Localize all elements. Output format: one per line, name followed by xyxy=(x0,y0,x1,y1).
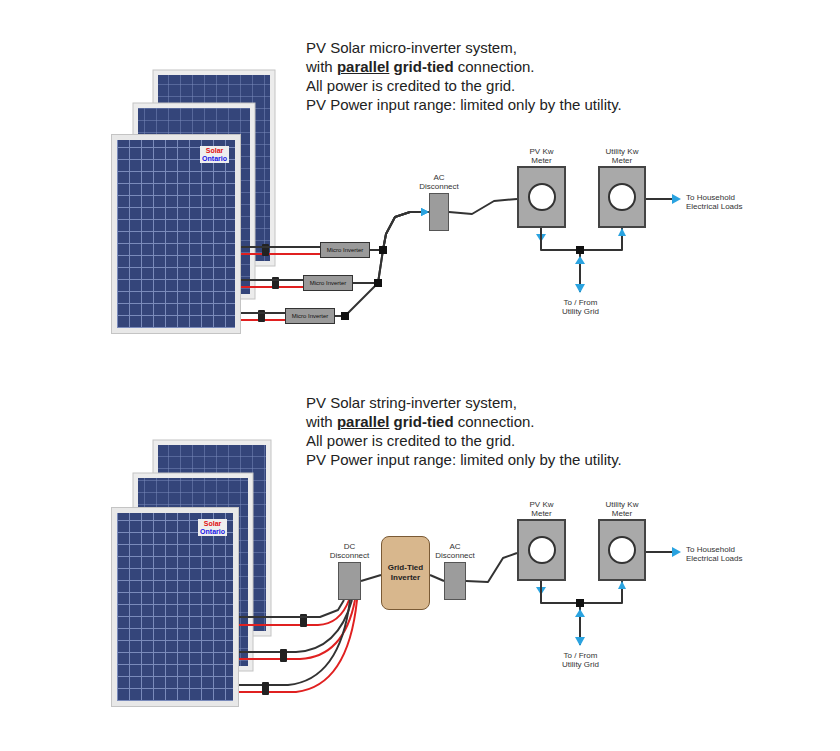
junction-box xyxy=(576,246,584,254)
system-title: PV Solar micro-inverter system,withparal… xyxy=(306,38,622,114)
meter-dial xyxy=(528,183,556,211)
title-line: PV Solar micro-inverter system, xyxy=(306,38,622,57)
connection-note: To / From Utility Grid xyxy=(553,651,608,669)
kw-meter: PV Kw Meter xyxy=(517,166,566,228)
title-line: withparallelgrid-tiedconnection. xyxy=(306,57,622,76)
connection-note: To Household Electrical Loads xyxy=(686,545,752,563)
title-line: PV Solar string-inverter system, xyxy=(306,393,622,412)
micro-inverter: Micro Inverter xyxy=(285,308,335,324)
brand-text: Ontario xyxy=(200,528,225,536)
device-label: PV Kw Meter xyxy=(522,500,562,518)
title-text: All power is credited to the grid. xyxy=(306,77,515,94)
device-label: DC Disconnect xyxy=(326,542,374,560)
junction-box xyxy=(576,599,584,607)
wire-connector xyxy=(449,199,517,214)
device-text: Micro Inverter xyxy=(310,280,347,287)
system-title: PV Solar string-inverter system,withpara… xyxy=(306,393,622,469)
junction-box xyxy=(374,279,382,287)
connector xyxy=(258,310,265,322)
device-label: AC Disconnect xyxy=(415,173,463,191)
title-line: All power is credited to the grid. xyxy=(306,76,622,95)
device-text: Micro Inverter xyxy=(327,247,364,254)
wire-connector xyxy=(240,279,303,281)
device-label: Utility Kw Meter xyxy=(602,500,642,518)
flow-arrow xyxy=(575,637,585,646)
red-wire xyxy=(238,600,355,659)
connector xyxy=(262,244,269,256)
title-text: connection. xyxy=(458,413,535,430)
load-wire xyxy=(646,551,674,553)
load-wire xyxy=(646,198,674,200)
junction-box xyxy=(379,246,387,254)
junction-box xyxy=(341,312,349,320)
brand-badge: SolarOntario xyxy=(198,519,227,536)
micro-inverter: Micro Inverter xyxy=(303,275,353,291)
disconnect-switch: AC Disconnect xyxy=(444,562,466,600)
meter-dial xyxy=(608,183,636,211)
title-text: PV Power input range: limited only by th… xyxy=(306,451,622,468)
title-line: PV Power input range: limited only by th… xyxy=(306,95,622,114)
connection-note: To Household Electrical Loads xyxy=(686,193,752,211)
flow-arrow xyxy=(672,194,681,204)
title-text: connection. xyxy=(458,58,535,75)
red-wire xyxy=(240,286,303,288)
title-text: with xyxy=(306,58,333,75)
title-text: parallel xyxy=(337,413,390,430)
connector xyxy=(262,682,269,695)
connectors xyxy=(238,199,622,617)
disconnect-switch: DC Disconnect xyxy=(338,562,361,600)
brand-badge: SolarOntario xyxy=(200,146,229,163)
title-line: All power is credited to the grid. xyxy=(306,431,622,450)
title-text: parallel xyxy=(337,58,390,75)
disconnect-switch: AC Disconnect xyxy=(429,193,449,231)
kw-meter: Utility Kw Meter xyxy=(598,519,646,581)
title-line: PV Power input range: limited only by th… xyxy=(306,450,622,469)
title-text: grid-tied xyxy=(394,58,454,75)
kw-meter: Utility Kw Meter xyxy=(598,166,646,228)
device-text: Micro Inverter xyxy=(292,313,329,320)
red-wire xyxy=(240,253,320,255)
title-text: PV Power input range: limited only by th… xyxy=(306,96,622,113)
wire-connector xyxy=(240,312,285,314)
connector xyxy=(272,277,279,289)
wire-connector xyxy=(335,212,429,316)
title-text: grid-tied xyxy=(394,413,454,430)
wire-connector xyxy=(361,575,381,581)
title-text: PV Solar micro-inverter system, xyxy=(306,39,517,56)
connection-note: To / From Utility Grid xyxy=(553,298,608,316)
title-text: PV Solar string-inverter system, xyxy=(306,394,517,411)
connector xyxy=(300,614,307,627)
wire-connector xyxy=(238,600,344,617)
flow-arrow xyxy=(575,284,585,293)
wire-connector xyxy=(370,212,429,250)
inverter-box: Grid-Tied Inverter xyxy=(381,536,430,610)
device-text: Grid-Tied Inverter xyxy=(384,563,427,582)
flow-arrow xyxy=(575,609,585,617)
panel-wires xyxy=(238,254,357,692)
meter-dial xyxy=(528,536,556,564)
device-label: Utility Kw Meter xyxy=(602,147,642,165)
micro-inverter: Micro Inverter xyxy=(320,242,370,258)
title-line: withparallelgrid-tiedconnection. xyxy=(306,412,622,431)
red-wire xyxy=(238,600,357,692)
device-label: AC Disconnect xyxy=(431,542,479,560)
device-label: PV Kw Meter xyxy=(522,147,562,165)
brand-text: Solar xyxy=(200,520,225,528)
wire-connector xyxy=(240,246,320,248)
connector xyxy=(280,649,287,662)
meter-dial xyxy=(608,536,636,564)
solar-panel: SolarOntario xyxy=(112,508,238,706)
brand-text: Solar xyxy=(202,147,227,155)
flow-arrow xyxy=(672,547,681,557)
solar-panel: SolarOntario xyxy=(112,135,240,333)
title-text: All power is credited to the grid. xyxy=(306,432,515,449)
kw-meter: PV Kw Meter xyxy=(517,519,566,581)
brand-text: Ontario xyxy=(202,155,227,163)
wire-connector xyxy=(430,575,444,581)
flow-arrow xyxy=(575,256,585,264)
title-text: with xyxy=(306,413,333,430)
red-wire xyxy=(238,600,349,625)
